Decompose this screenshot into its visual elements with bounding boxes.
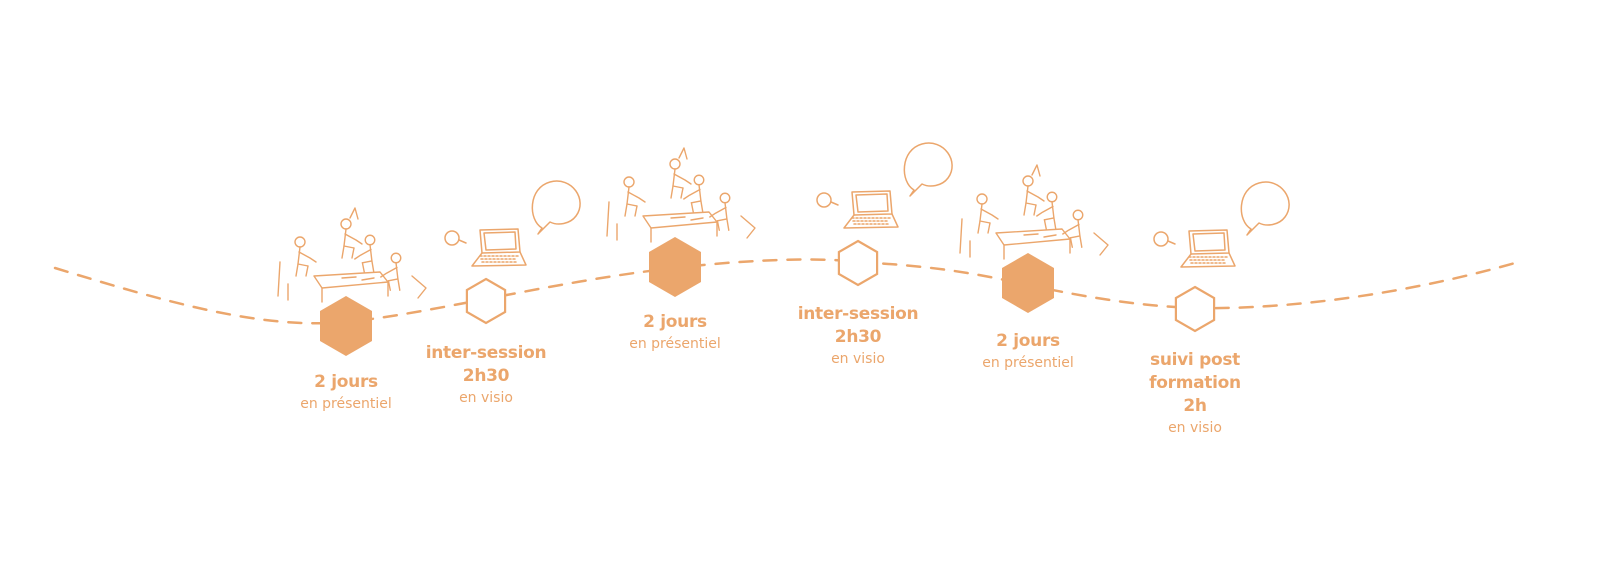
group-meeting-icon [606,147,756,243]
stage-title-line: suivi post [1150,350,1240,370]
stage-title-line: 2h30 [463,366,510,386]
stage-subtitle: en visio [459,390,513,406]
stage-title-line: 2 jours [643,312,707,332]
timeline-stage: inter-session 2h30 en visio [426,180,581,406]
stage-title-line: 2 jours [996,331,1060,351]
filled-hexagon-marker [1002,253,1054,313]
timeline-stage: suivi post formation 2h en visio [1149,181,1290,436]
stage-subtitle: en présentiel [300,396,392,412]
laptop-chat-icon [816,142,953,229]
stage-title-line: inter-session [798,304,919,324]
filled-hexagon-marker [320,296,372,356]
outline-hexagon-marker [1174,285,1216,333]
stage-title-line: formation [1149,373,1241,393]
filled-hexagon-marker [649,237,701,297]
timeline-stage: 2 jours en présentiel [277,207,427,412]
timeline-stage: 2 jours en présentiel [959,164,1109,371]
timeline-stage: 2 jours en présentiel [606,147,756,352]
stages-layer: 2 jours en présentiel inter-session 2h30 en … [277,142,1290,436]
timeline-dashed-path [53,258,1517,325]
laptop-chat-icon [1153,181,1290,268]
laptop-chat-icon [444,180,581,267]
group-meeting-icon [959,164,1109,260]
stage-title-line: 2h30 [835,327,882,347]
stage-title-line: 2h [1183,396,1206,416]
outline-hexagon-marker [837,239,879,287]
group-meeting-icon [277,207,427,303]
stage-subtitle: en visio [1168,420,1222,436]
outline-hexagon-marker [465,277,507,325]
stage-subtitle: en présentiel [629,336,721,352]
stage-title-line: inter-session [426,343,547,363]
stage-subtitle: en visio [831,351,885,367]
timeline-stage: inter-session 2h30 en visio [798,142,953,367]
stage-subtitle: en présentiel [982,355,1074,371]
stage-title-line: 2 jours [314,372,378,392]
